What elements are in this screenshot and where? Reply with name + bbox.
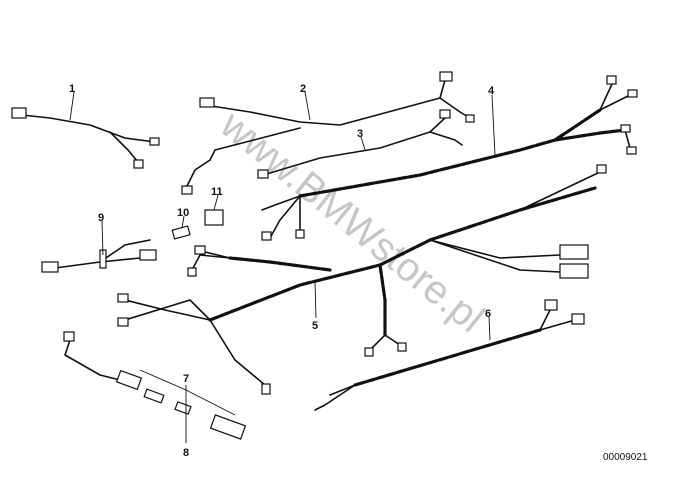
- part-4-harness: [261, 75, 638, 241]
- part-label-2: 2: [300, 83, 306, 95]
- drawing-code: 00009021: [603, 452, 648, 463]
- part-1-wire: [11, 107, 160, 169]
- part-6-sleeve: [314, 299, 585, 411]
- part-label-6: 6: [485, 308, 491, 320]
- part-label-7: 7: [183, 373, 189, 385]
- leader-lines: [69, 91, 496, 443]
- part-labels: 1 2 3 4 5 6 7 8 9 10 11: [69, 83, 495, 459]
- part-label-11: 11: [211, 186, 223, 198]
- part-label-3: 3: [357, 128, 363, 140]
- part-label-4: 4: [488, 85, 495, 97]
- part-3-wire: [257, 109, 463, 179]
- part-9-10-11: [41, 209, 224, 273]
- part-label-10: 10: [177, 207, 189, 219]
- part-2-wire: [181, 71, 475, 195]
- part-label-9: 9: [98, 212, 104, 224]
- part-5-harness: [117, 164, 607, 395]
- part-7-8-connectors: [63, 331, 247, 440]
- part-label-5: 5: [312, 320, 318, 332]
- part-label-1: 1: [69, 83, 75, 95]
- part-label-8: 8: [183, 447, 189, 459]
